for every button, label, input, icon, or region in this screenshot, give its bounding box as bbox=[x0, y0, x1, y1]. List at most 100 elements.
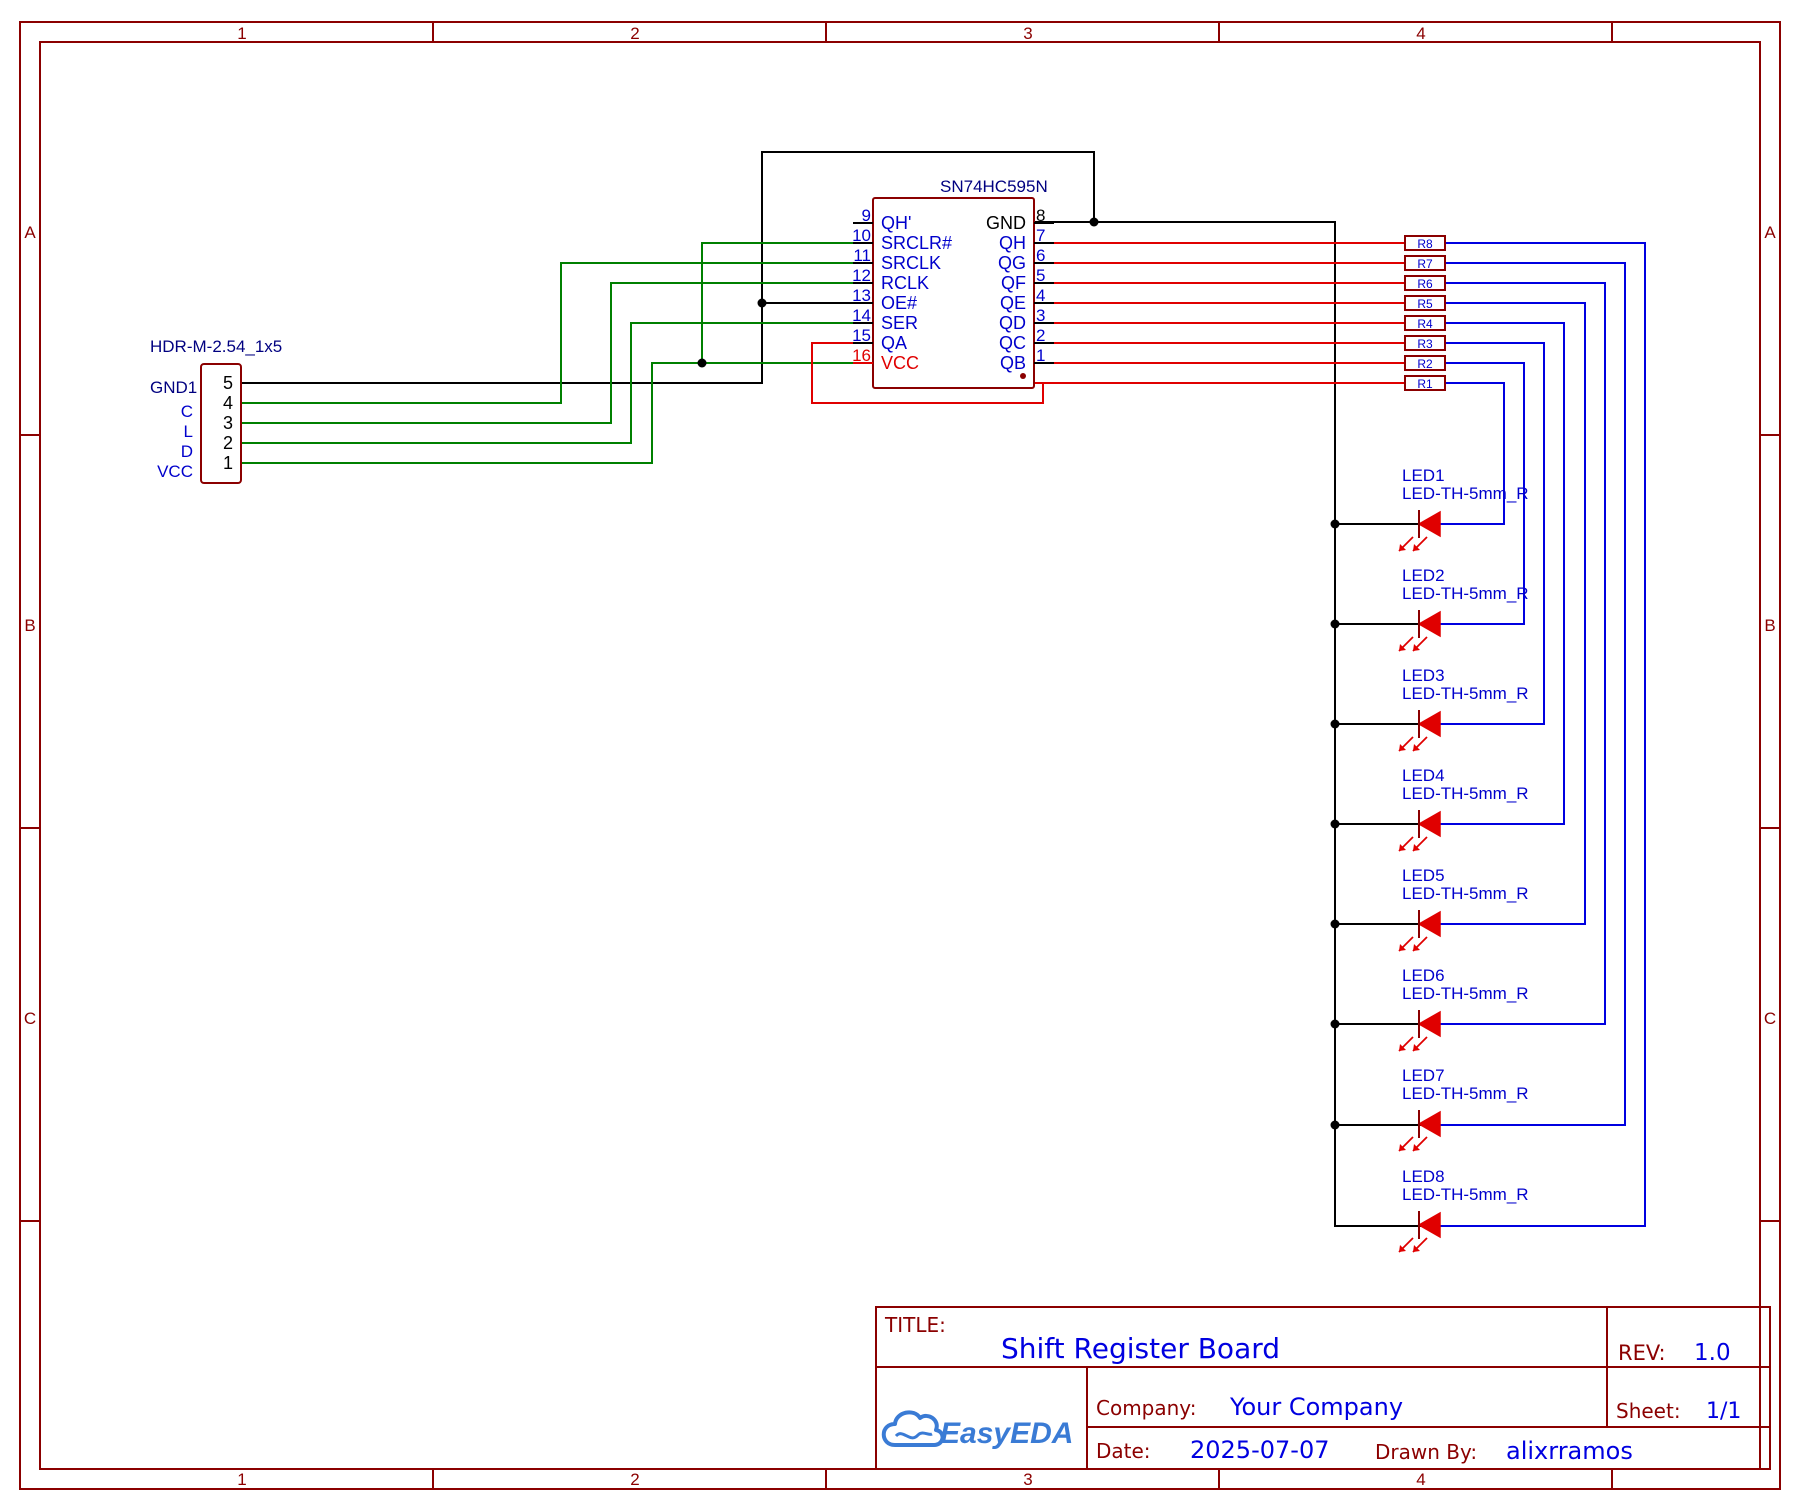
junction-dot bbox=[1330, 619, 1340, 629]
ic-name: SN74HC595N bbox=[940, 177, 1048, 196]
resistor-ref: R6 bbox=[1417, 277, 1433, 291]
ic-pin-number: 2 bbox=[1036, 326, 1045, 345]
led-arrow-head bbox=[1413, 1044, 1420, 1051]
header-pin-label: D bbox=[181, 442, 193, 461]
header-pin-number: 4 bbox=[223, 393, 233, 413]
ic-pin-number: 11 bbox=[853, 246, 871, 265]
led-value: LED-TH-5mm_R bbox=[1402, 1185, 1529, 1204]
row-label-right-a: A bbox=[1764, 223, 1776, 242]
resistor-body bbox=[1404, 375, 1446, 391]
cloud-icon bbox=[881, 1410, 945, 1447]
resistor-r4[interactable]: R4 bbox=[1404, 315, 1446, 331]
ic-pin-number: 14 bbox=[852, 306, 871, 325]
led-arrow-head bbox=[1413, 544, 1420, 551]
cloud-wave-icon bbox=[894, 1431, 933, 1440]
resistor-body bbox=[1404, 315, 1446, 331]
ic-pin-label: VCC bbox=[881, 353, 919, 373]
col-label-top-1: 1 bbox=[237, 24, 246, 43]
resistor-r5[interactable]: R5 bbox=[1404, 295, 1446, 311]
led-value: LED-TH-5mm_R bbox=[1402, 1084, 1529, 1103]
led-arrow-head bbox=[1399, 1245, 1406, 1252]
ic-pin-label: QH bbox=[999, 233, 1026, 253]
resistor-r6[interactable]: R6 bbox=[1404, 275, 1446, 291]
resistor-r8[interactable]: R8 bbox=[1404, 235, 1446, 251]
led-ref: LED7 bbox=[1402, 1066, 1445, 1085]
ic-body bbox=[872, 197, 1035, 389]
resistor-ref: R2 bbox=[1417, 357, 1433, 371]
led-arrow-head bbox=[1399, 1144, 1406, 1151]
led-arrow-head bbox=[1399, 644, 1406, 651]
ic-pin-label: QB bbox=[1000, 353, 1026, 373]
col-label-bottom-2: 2 bbox=[630, 1470, 639, 1489]
led-value: LED-TH-5mm_R bbox=[1402, 984, 1529, 1003]
wires-green bbox=[242, 242, 873, 464]
resistor-ref: R3 bbox=[1417, 337, 1433, 351]
title-value: Shift Register Board bbox=[1001, 1332, 1280, 1365]
ic-pin-number: 3 bbox=[1036, 306, 1045, 325]
resistor-body bbox=[1404, 335, 1446, 351]
header-pin-number: 2 bbox=[223, 433, 233, 453]
led-ref: LED2 bbox=[1402, 566, 1445, 585]
led-ref: LED5 bbox=[1402, 866, 1445, 885]
company-value: Your Company bbox=[1229, 1393, 1403, 1421]
resistor-r7[interactable]: R7 bbox=[1404, 255, 1446, 271]
ic-pin-label: QD bbox=[999, 313, 1026, 333]
resistor-ref: R7 bbox=[1417, 257, 1433, 271]
junction-dot bbox=[1330, 1120, 1340, 1130]
junction-dot bbox=[757, 298, 767, 308]
col-label-bottom-1: 1 bbox=[237, 1470, 246, 1489]
ic-pin-label: QC bbox=[999, 333, 1026, 353]
led-diode-icon bbox=[1417, 510, 1441, 538]
col-label-top-2: 2 bbox=[630, 24, 639, 43]
led-diode-icon bbox=[1417, 710, 1441, 738]
ic-pin-number: 16 bbox=[852, 346, 871, 365]
ic-pin-label: SRCLR# bbox=[881, 233, 952, 253]
header-name: HDR-M-2.54_1x5 bbox=[150, 337, 282, 356]
led-diode-icon bbox=[1417, 910, 1441, 938]
frame-column-labels: 1 2 3 4 1 2 3 4 bbox=[237, 24, 1425, 1489]
rev-value: 1.0 bbox=[1694, 1340, 1731, 1366]
led-arrow-head bbox=[1399, 744, 1406, 751]
title-label: TITLE: bbox=[884, 1313, 946, 1337]
junction-dot bbox=[1330, 519, 1340, 529]
header-pin-number: 5 bbox=[223, 373, 233, 393]
drawn-by-value: alixrramos bbox=[1506, 1437, 1633, 1465]
ic-pin-number: 5 bbox=[1036, 266, 1045, 285]
ic-pin-number: 9 bbox=[862, 206, 871, 225]
resistor-r1[interactable]: R1 bbox=[1404, 375, 1446, 391]
resistor-ref: R1 bbox=[1417, 377, 1433, 391]
title-block: TITLE: Shift Register Board REV: 1.0 Com… bbox=[875, 1306, 1771, 1470]
col-label-bottom-4: 4 bbox=[1416, 1470, 1425, 1489]
header-pin-number: 1 bbox=[223, 453, 233, 473]
date-value: 2025-07-07 bbox=[1190, 1436, 1329, 1464]
resistor-ref: R8 bbox=[1417, 237, 1433, 251]
junction-dot bbox=[697, 358, 707, 368]
resistor-r3[interactable]: R3 bbox=[1404, 335, 1446, 351]
resistor-ref: R5 bbox=[1417, 297, 1433, 311]
easyeda-logo-text: EasyEDA bbox=[940, 1417, 1073, 1450]
ic-pin-label: QG bbox=[998, 253, 1026, 273]
resistor-r2[interactable]: R2 bbox=[1404, 355, 1446, 371]
row-label-left-b: B bbox=[24, 616, 35, 635]
led-arrow-head bbox=[1413, 1245, 1420, 1252]
junction-dot bbox=[1330, 719, 1340, 729]
header-pin-label: L bbox=[184, 422, 193, 441]
led-arrow-head bbox=[1413, 944, 1420, 951]
company-label: Company: bbox=[1096, 1396, 1196, 1420]
led-value: LED-TH-5mm_R bbox=[1402, 484, 1529, 503]
easyeda-logo: EasyEDA bbox=[881, 1410, 1073, 1450]
row-label-right-c: C bbox=[1764, 1009, 1776, 1028]
